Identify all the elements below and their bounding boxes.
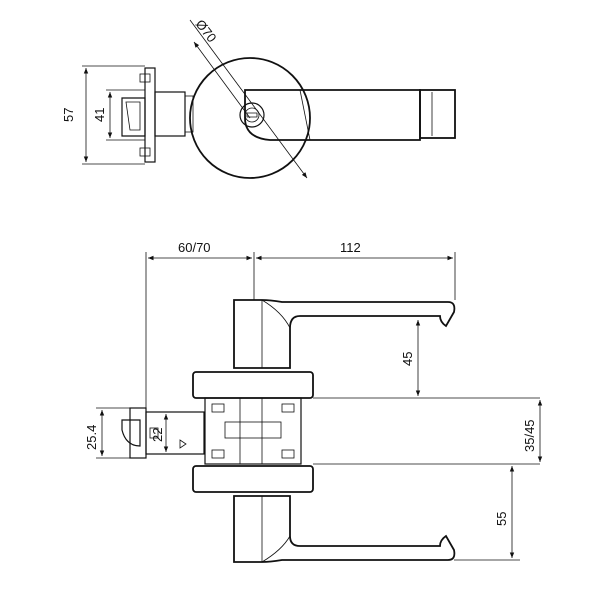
backset-label: 60/70 <box>178 240 211 255</box>
latch-faceplate <box>129 407 147 459</box>
side-view: 60/70 112 45 <box>84 240 543 563</box>
diameter-dimension-line-upper <box>193 41 251 119</box>
height-inner-label: 41 <box>92 108 107 122</box>
latch-inner-label: 22 <box>150 428 165 442</box>
lower-lever <box>233 495 456 563</box>
chassis-screw-4 <box>281 449 295 459</box>
latch-height-label: 25.4 <box>84 425 99 450</box>
faceplate-screw-bottom <box>139 147 151 157</box>
chassis <box>204 397 302 465</box>
spindle-body <box>224 421 282 439</box>
chassis-screw-1 <box>211 403 225 413</box>
lever-end-block <box>419 89 456 139</box>
latch-bolt <box>121 97 146 137</box>
lever-length-label: 112 <box>340 240 361 255</box>
top-view: Ø70 57 41 <box>61 17 456 179</box>
lever-drop-label: 45 <box>400 352 415 366</box>
lever-bevel <box>299 89 311 141</box>
latch-triangle-icon <box>179 439 187 449</box>
upper-rose <box>192 371 314 399</box>
latch-detail <box>149 427 159 439</box>
key-cylinder-outer <box>239 102 265 128</box>
key-cylinder-inner <box>244 107 260 123</box>
latch-bolt-side <box>121 419 141 447</box>
diameter-dimension-line <box>189 19 308 179</box>
latch-case <box>154 91 186 137</box>
keyhole-icon <box>246 112 258 118</box>
chassis-screw-2 <box>281 403 295 413</box>
lever-top-outline <box>244 89 421 141</box>
lower-lever-contour <box>261 535 291 563</box>
chassis-screw-3 <box>211 449 225 459</box>
latch-bolt-bevel <box>125 101 141 131</box>
height-outer-label: 57 <box>61 108 76 122</box>
lower-drop-label: 55 <box>494 512 509 526</box>
rose-circle <box>189 57 311 179</box>
lower-rose <box>192 465 314 493</box>
upper-lever <box>233 299 456 369</box>
diameter-label: Ø70 <box>193 17 220 46</box>
upper-lever-contour <box>261 299 291 329</box>
spindle-collar <box>184 95 194 133</box>
door-thickness-label: 35/45 <box>522 419 537 452</box>
faceplate-screw-top <box>139 73 151 83</box>
